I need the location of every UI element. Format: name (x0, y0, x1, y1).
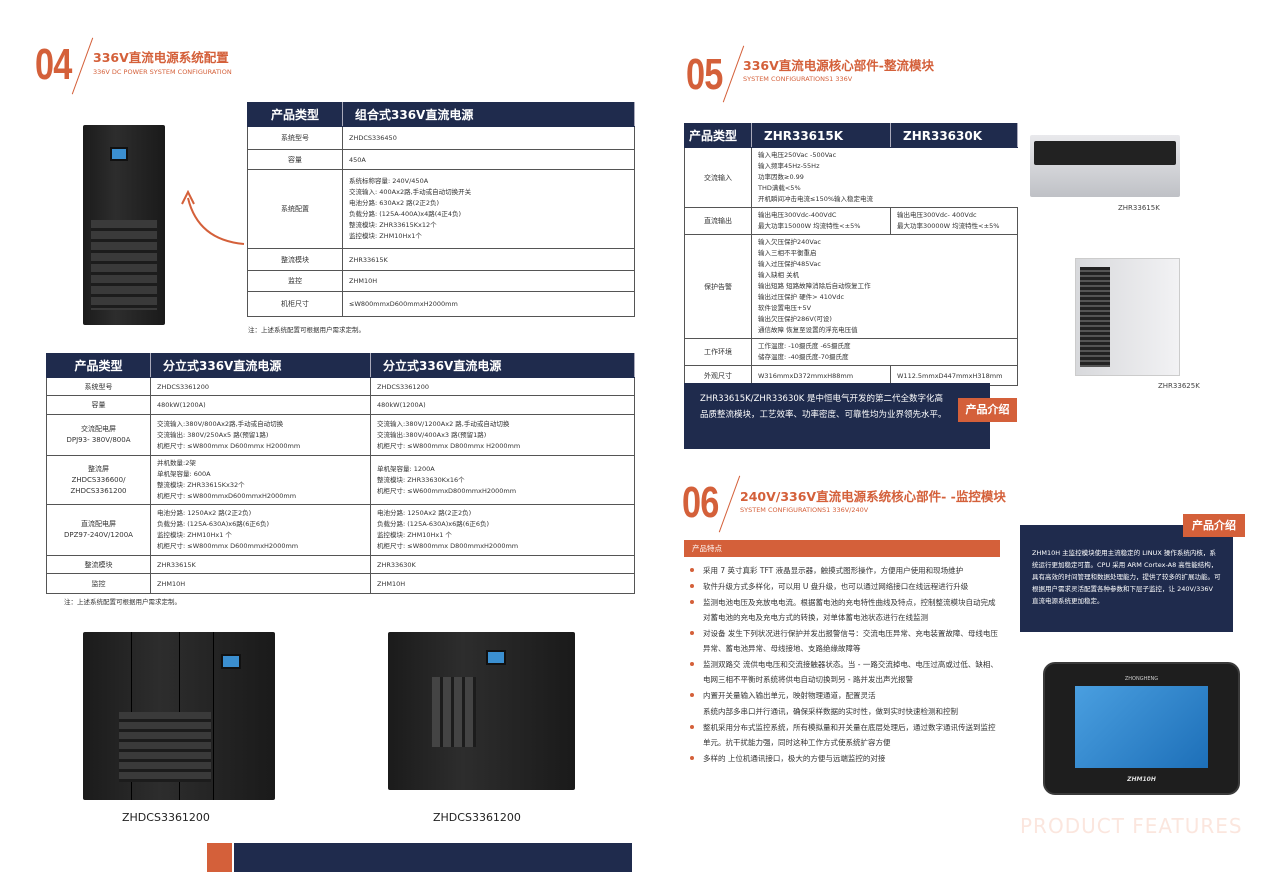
table-note: 注：上述系统配置可根据用户需求定制。 (248, 326, 365, 334)
features-header: 产品特点 (684, 540, 1000, 557)
monitor-intro-box: ZHM10H 主监控模块使用主流稳定的 LINUX 操作系统内核，系统运行更加稳… (1020, 525, 1233, 632)
divider (718, 475, 741, 533)
section-number: 05 (686, 50, 723, 99)
list-item: 软件升级方式多样化，可以用 U 盘升级，也可以通过网络接口在线远程进行升级 (690, 579, 1000, 594)
list-item: 采用 7 英寸真彩 TFT 液晶显示器，触摸式图形操作，方便用户使用和现场维护 (690, 563, 1000, 578)
product-caption: ZHDCS3361200 (433, 811, 521, 824)
cabinet-image (83, 632, 275, 800)
cabinet-image (388, 632, 575, 790)
divider (71, 37, 94, 95)
footer-bar (234, 843, 632, 872)
watermark-text: PRODUCT FEATURES (1020, 814, 1243, 838)
image-label: ZHR33625K (1158, 382, 1200, 390)
divider (722, 45, 745, 103)
section-title: 336V直流电源系统配置 (93, 50, 229, 65)
list-item: 整机采用分布式监控系统，所有模拟量和开关量在底层处理后，通过数字通讯传送到监控单… (690, 720, 1000, 750)
section-title: 240V/336V直流电源系统核心部件- -监控模块 (740, 489, 1006, 504)
product-intro-box: ZHR33615K/ZHR33630K 是中恒电气开发的第二代全数字化高品质整流… (684, 383, 990, 449)
image-label: ZHR33615K (1118, 204, 1160, 212)
list-item: 监测双路交 流供电电压和交流接触器状态。当 - 一路交流掉电、电压过高或过低、缺… (690, 657, 1000, 687)
monitor-device-image: ZHONGHENG ZHM10H (1043, 662, 1240, 795)
monitor-intro-tag: 产品介绍 (1183, 514, 1245, 537)
section-subtitle: SYSTEM CONFIGURATIONS1 336V/240V (740, 506, 869, 514)
features-list: 采用 7 英寸真彩 TFT 液晶显示器，触摸式图形操作，方便用户使用和现场维护 … (690, 563, 1000, 767)
section-number: 04 (35, 40, 72, 89)
list-item: 监测电池电压及充放电电流。根据蓄电池的充电特性曲线及特点，控制整流模块自动完成对… (690, 595, 1000, 625)
list-item: 内置开关量输入输出单元，映射物理通道，配置灵活 (690, 688, 1000, 703)
section-subtitle: 336V DC POWER SYSTEM CONFIGURATION (93, 68, 232, 76)
cabinet-image (83, 125, 165, 325)
product-caption: ZHDCS3361200 (122, 811, 210, 824)
list-item: 多样的 上位机通讯接口，极大的方便与远端监控的对接 (690, 751, 1000, 766)
list-item: 系统内部多串口并行通讯，确保采样数据的实时性，做到实时快速检测和控制 (703, 707, 958, 716)
rectifier-module-image (1075, 258, 1180, 376)
arrow-icon (181, 190, 245, 245)
footer-accent (207, 843, 232, 872)
table-note: 注：上述系统配置可根据用户需求定制。 (64, 598, 181, 606)
section-subtitle: SYSTEM CONFIGURATIONS1 336V (743, 75, 853, 83)
list-item: 对设备 发生下列状况进行保护并发出报警信号：交流电压异常、充电装置故障、母线电压… (690, 626, 1000, 656)
product-intro-tag: 产品介绍 (958, 398, 1017, 422)
section-title: 336V直流电源核心部件-整流模块 (743, 58, 934, 73)
section-number: 06 (682, 478, 719, 527)
rectifier-rack-image (1030, 135, 1180, 197)
